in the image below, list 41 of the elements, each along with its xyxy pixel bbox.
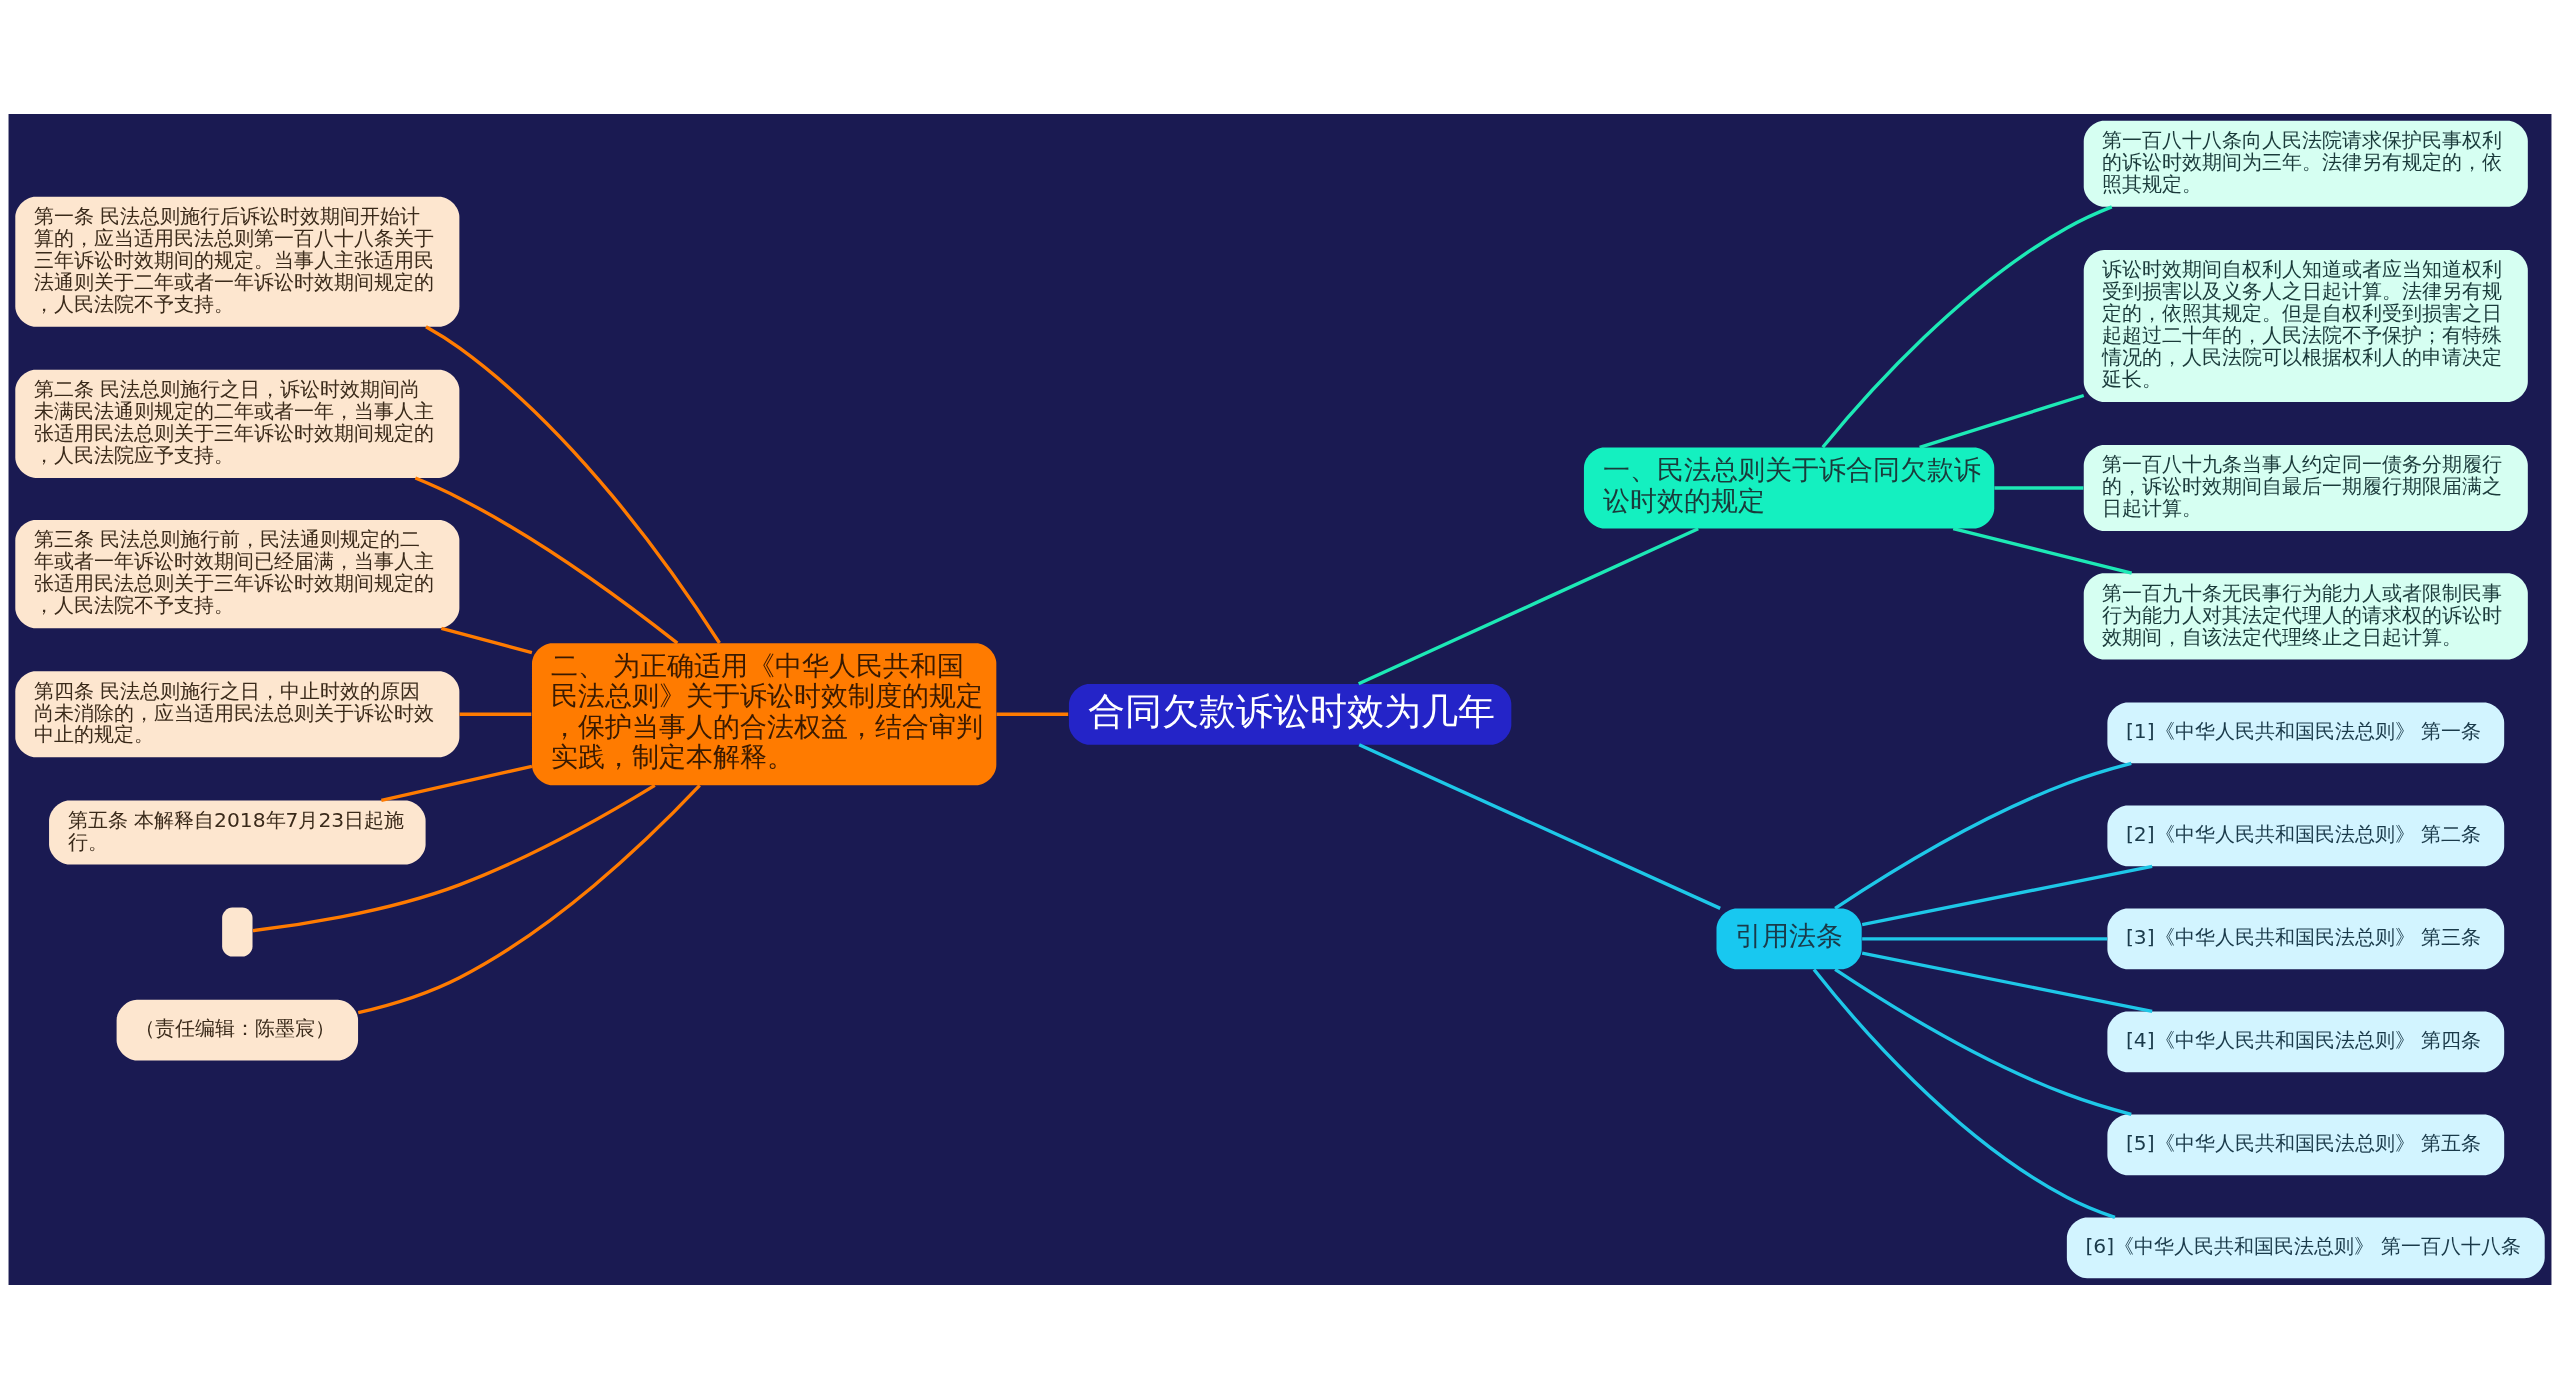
connector (1861, 864, 2153, 926)
node-box: 第四条 民法总则施行之日，中止时效的原因尚未消除的，应当适用民法总则关于诉讼时效中止的规定。 (15, 670, 460, 757)
node-box: 引用法条 (1716, 907, 1862, 969)
connector (440, 626, 533, 654)
node-box: [2]《中华人民共和国民法总则》 第二条 (2107, 804, 2505, 866)
node-box (222, 907, 253, 957)
connector (459, 712, 532, 716)
node-box: [5]《中华人民共和国民法总则》 第五条 (2107, 1113, 2505, 1175)
connector (1821, 204, 2113, 448)
node-box: 诉讼时效期间自权利人知道或者应当知道权利受到损害以及义务人之日起计算。法律另有规定的，依照其规定。但是自权利受到损害之日起超过二十年的，人民法院不予保护；有特殊情况的，人民法院可以根据权利人的申请决定延长。 (2083, 249, 2528, 402)
connector (996, 712, 1069, 716)
node-box: [4]《中华人民共和国民法总则》 第四条 (2107, 1010, 2505, 1072)
node-box: 第二条 民法总则施行之日，诉讼时效期间尚未满民法通则规定的二年或者一年，当事人主张适用民法总则关于三年诉讼时效期间规定的，人民法院应予支持。 (15, 369, 460, 478)
node-box: 合同欠款诉讼时效为几年 (1068, 683, 1512, 745)
node-box: 第五条 本解释自2018年7月23日起施行。 (49, 799, 426, 865)
node-box: 第三条 民法总则施行前，民法通则规定的二年或者一年诉讼时效期间已经届满，当事人主张适用民法总则关于三年诉讼时效期间规定的，人民法院不予支持。 (15, 519, 460, 628)
node-box: [3]《中华人民共和国民法总则》 第三条 (2107, 907, 2505, 969)
connector (414, 476, 679, 644)
connector (1952, 526, 2133, 575)
connector (252, 783, 656, 932)
node-box: （责任编辑：陈墨宸） (116, 999, 359, 1060)
connector (1861, 951, 2153, 1013)
connector (1994, 485, 2084, 490)
node-box: [6]《中华人民共和国民法总则》 第一百八十八条 (2066, 1216, 2545, 1278)
connector (1834, 967, 2132, 1116)
node-box: 第一百八十八条向人民法院请求保护民事权利的诉讼时效期间为三年。法律另有规定的，依照其规定。 (2083, 120, 2528, 207)
connector (1834, 761, 2132, 910)
node-box: 二、 为正确适用《中华人民共和国民法总则》关于诉讼时效制度的规定，保护当事人的合法权益，结合审判实践，制定本解释。 (532, 642, 997, 785)
connector (1862, 936, 2108, 941)
node-box: [1]《中华人民共和国民法总则》 第一条 (2107, 701, 2505, 763)
connector (1812, 968, 2116, 1219)
connector (357, 783, 701, 1014)
node-box: 第一百九十条无民事行为能力人或者限制民事行为能力人对其法定代理人的请求权的诉讼时效期间，自该法定代理终止之日起计算。 (2083, 572, 2528, 659)
node-box: 一、民法总则关于诉合同欠款诉讼时效的规定 (1583, 447, 1995, 529)
node-box: 第一百八十九条当事人约定同一债务分期履行的，诉讼时效期间自最后一期履行期限届满之日起计算。 (2083, 444, 2528, 531)
node-box: 第一条 民法总则施行后诉讼时效期间开始计算的，应当适用民法总则第一百八十八条关于三年诉讼时效期间的规定。当事人主张适用民法通则关于二年或者一年诉讼时效期间规定的，人民法院不予支持。 (15, 196, 460, 327)
connector (1919, 393, 2085, 449)
connector (1357, 526, 1699, 685)
connector (425, 324, 721, 644)
connector (1358, 742, 1721, 910)
connector (381, 764, 533, 802)
